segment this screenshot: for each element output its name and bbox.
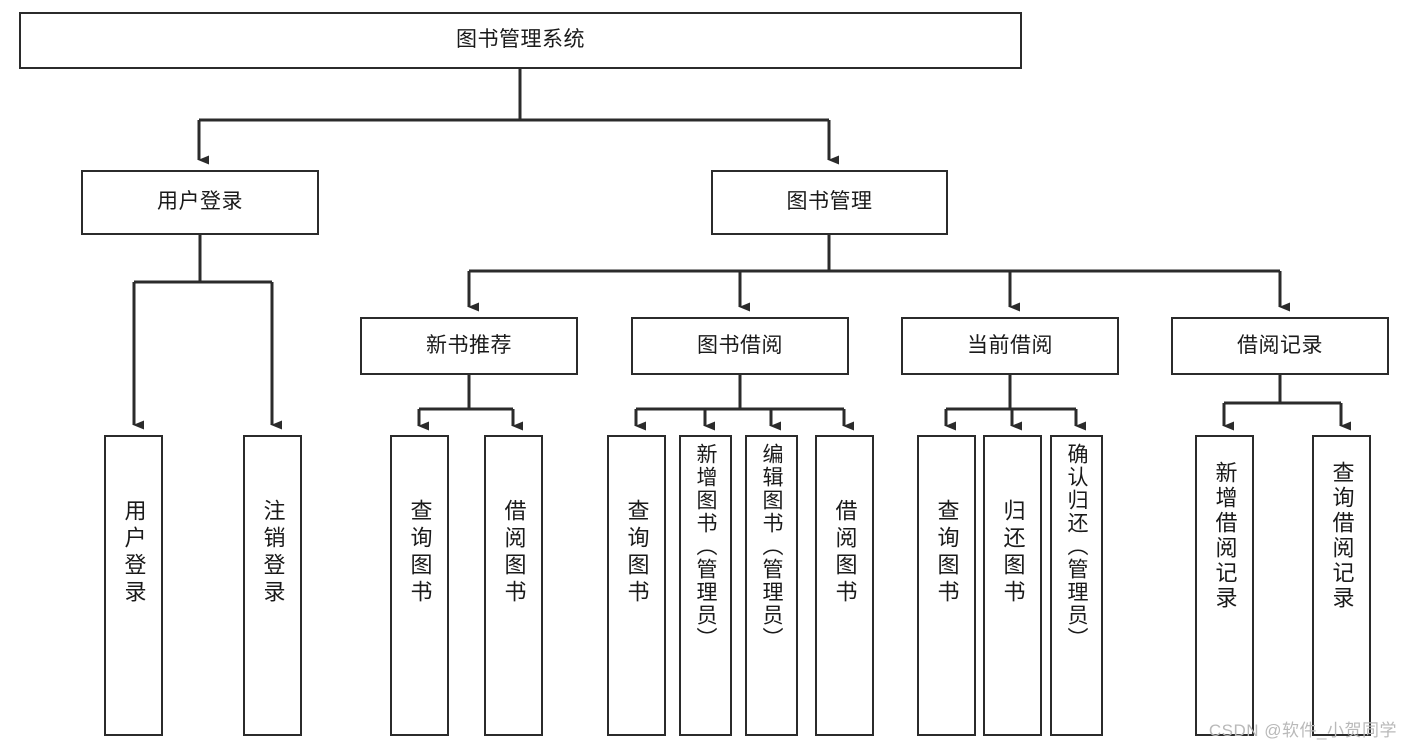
leaf-edit-book[interactable]: 编辑图书（管理员） [745, 435, 798, 736]
leaf-query-record-label: 查询借阅记录 [1329, 461, 1355, 611]
leaf-return-book-label: 归还图书 [1000, 499, 1026, 607]
leaf-add-record-label: 新增借阅记录 [1212, 461, 1238, 611]
leaf-user-login[interactable]: 用户登录 [104, 435, 163, 736]
node-root-label: 图书管理系统 [456, 28, 585, 52]
node-current-borrow[interactable]: 当前借阅 [901, 317, 1119, 375]
node-book-manage[interactable]: 图书管理 [711, 170, 948, 235]
leaf-user-login-label: 用户登录 [121, 499, 147, 607]
leaf-logout[interactable]: 注销登录 [243, 435, 302, 736]
leaf-query-record[interactable]: 查询借阅记录 [1312, 435, 1371, 736]
node-book-manage-label: 图书管理 [786, 190, 873, 214]
leaf-borrow-book-2[interactable]: 借阅图书 [815, 435, 874, 736]
node-current-borrow-label: 当前借阅 [967, 333, 1053, 357]
node-root[interactable]: 图书管理系统 [19, 12, 1022, 69]
csdn-watermark: CSDN @软件_小贺同学 [1208, 721, 1397, 740]
leaf-confirm-return-label: 确认归还（管理员） [1065, 443, 1088, 650]
leaf-add-record[interactable]: 新增借阅记录 [1195, 435, 1254, 736]
node-borrow-record[interactable]: 借阅记录 [1171, 317, 1389, 375]
node-book-borrow[interactable]: 图书借阅 [631, 317, 849, 375]
leaf-add-book-label: 新增图书（管理员） [694, 443, 717, 650]
node-new-book-rec-label: 新书推荐 [426, 333, 512, 357]
leaf-query-book-1-label: 查询图书 [407, 499, 433, 607]
leaf-borrow-book-1[interactable]: 借阅图书 [484, 435, 543, 736]
node-borrow-record-label: 借阅记录 [1237, 333, 1323, 357]
node-new-book-rec[interactable]: 新书推荐 [360, 317, 578, 375]
node-user-login-label: 用户登录 [157, 190, 243, 214]
leaf-return-book[interactable]: 归还图书 [983, 435, 1042, 736]
leaf-query-book-3-label: 查询图书 [934, 499, 960, 607]
leaf-confirm-return[interactable]: 确认归还（管理员） [1050, 435, 1103, 736]
leaf-query-book-2-label: 查询图书 [624, 499, 650, 607]
node-user-login[interactable]: 用户登录 [81, 170, 319, 235]
leaf-query-book-3[interactable]: 查询图书 [917, 435, 976, 736]
leaf-logout-label: 注销登录 [260, 499, 286, 607]
leaf-query-book-2[interactable]: 查询图书 [607, 435, 666, 736]
leaf-borrow-book-2-label: 借阅图书 [832, 499, 858, 607]
leaf-add-book[interactable]: 新增图书（管理员） [679, 435, 732, 736]
node-book-borrow-label: 图书借阅 [697, 333, 783, 357]
leaf-edit-book-label: 编辑图书（管理员） [760, 443, 783, 650]
leaf-borrow-book-1-label: 借阅图书 [501, 499, 527, 607]
leaf-query-book-1[interactable]: 查询图书 [390, 435, 449, 736]
